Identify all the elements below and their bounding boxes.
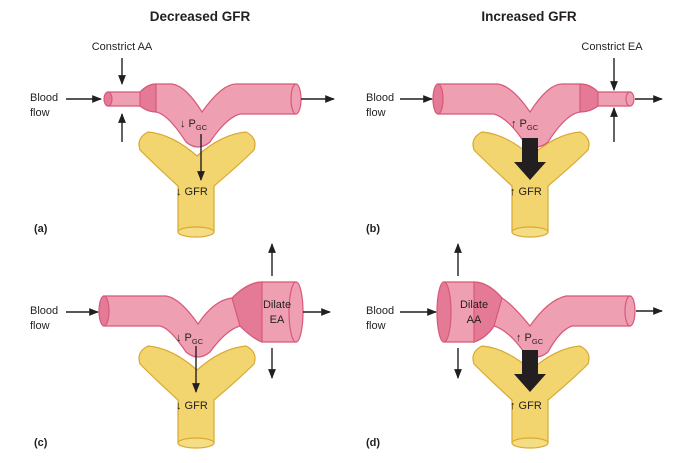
glomerular-capsule: [472, 131, 590, 238]
dilate-aa-label-1: Dilate: [460, 299, 488, 311]
pressure-label: ↑ PGC: [516, 332, 544, 346]
panel-label-b: (b): [366, 223, 380, 235]
blood-flow-label-2: flow: [366, 320, 386, 332]
efferent-arteriole-constricted: [432, 83, 635, 148]
glomerular-capsule: [138, 345, 256, 449]
panel-c: Dilate EA Blood flow ↓ PGC ↓ GFR (c): [30, 243, 331, 449]
pressure-label: ↑ PGC: [511, 118, 539, 132]
filtration-arrow-large: [514, 350, 546, 392]
dilate-aa-label-2: AA: [467, 314, 482, 326]
gfr-label: ↓ GFR: [176, 400, 208, 412]
annotation-constrict-aa: Constrict AA: [92, 41, 153, 53]
glomerular-capsule: [138, 131, 256, 238]
blood-flow-label-2: flow: [366, 107, 386, 119]
panel-a: Constrict AA Blood flow ↓ PGC ↓ GFR (a): [30, 41, 335, 238]
pressure-label: ↓ PGC: [180, 118, 208, 132]
gfr-label: ↑ GFR: [510, 186, 542, 198]
panel-label-a: (a): [34, 223, 48, 235]
afferent-arteriole-constricted: [103, 83, 302, 148]
gfr-label: ↓ GFR: [176, 186, 208, 198]
filtration-arrow-large: [514, 138, 546, 180]
panel-label-c: (c): [34, 437, 48, 449]
blood-flow-label-1: Blood: [366, 305, 394, 317]
panel-label-d: (d): [366, 437, 380, 449]
pressure-label: ↓ PGC: [176, 332, 204, 346]
blood-flow-label-1: Blood: [30, 92, 58, 104]
annotation-constrict-ea: Constrict EA: [581, 41, 643, 53]
dilate-ea-label-1: Dilate: [263, 299, 291, 311]
afferent-arteriole-dilated: [436, 281, 636, 358]
panel-d: Dilate AA Blood flow ↑ PGC ↑ GFR (d): [366, 243, 663, 449]
glomerular-capsule: [472, 345, 590, 449]
blood-flow-label-2: flow: [30, 107, 50, 119]
header-increased-gfr: Increased GFR: [481, 9, 577, 24]
blood-flow-label-1: Blood: [366, 92, 394, 104]
panel-b: Constrict EA Blood flow ↑ PGC ↑ GFR (b): [366, 41, 663, 238]
header-decreased-gfr: Decreased GFR: [150, 9, 251, 24]
blood-flow-label-2: flow: [30, 320, 50, 332]
dilate-ea-label-2: EA: [270, 314, 285, 326]
gfr-label: ↑ GFR: [510, 400, 542, 412]
blood-flow-label-1: Blood: [30, 305, 58, 317]
